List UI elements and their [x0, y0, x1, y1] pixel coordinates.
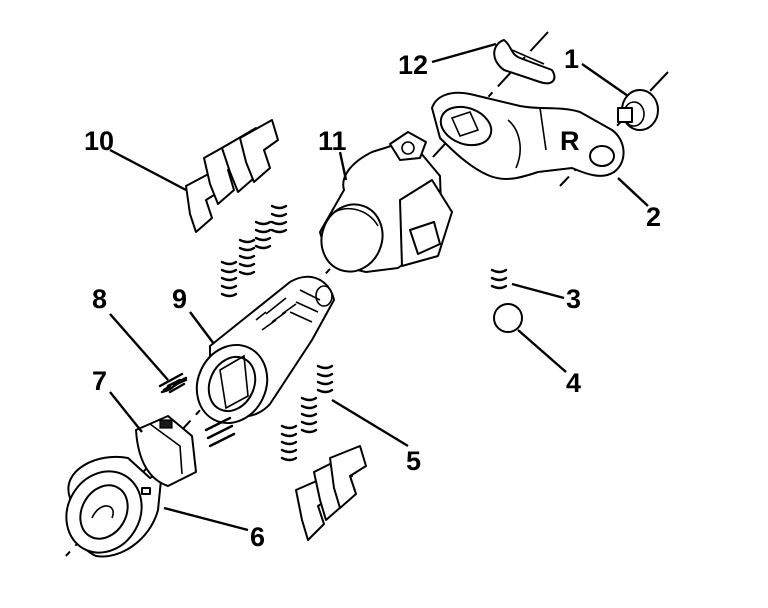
part-5-sliders [295, 445, 367, 541]
part-3-spring [490, 268, 508, 290]
part-10-springs [220, 204, 288, 298]
leader-lines [109, 42, 649, 532]
part-4-ball [493, 303, 523, 333]
part-2-bracket: R [431, 91, 625, 180]
callout-3: 3 [566, 284, 581, 314]
callout-7: 7 [92, 366, 107, 396]
callout-5: 5 [406, 446, 421, 476]
part-9-lock-cylinder [195, 275, 335, 424]
part-10-sliders [185, 119, 279, 233]
part-1-plug [617, 89, 659, 131]
callouts: 1 2 3 4 5 6 7 8 9 10 11 12 [84, 44, 661, 552]
part-8-spring [158, 372, 188, 394]
callout-10: 10 [84, 126, 114, 156]
part-7-plate [135, 415, 197, 487]
part-12-clip [493, 39, 556, 85]
callout-12: 12 [398, 50, 428, 80]
callout-1: 1 [564, 44, 579, 74]
part-11-housing [319, 131, 453, 273]
callout-11: 11 [318, 126, 347, 156]
callout-9: 9 [172, 284, 187, 314]
callout-4: 4 [566, 368, 581, 398]
part-6-bezel [65, 455, 163, 558]
part-5-springs [204, 364, 334, 462]
callout-2: 2 [646, 202, 661, 232]
bracket-mark: R [560, 126, 580, 156]
callout-6: 6 [250, 522, 265, 552]
callout-8: 8 [92, 284, 107, 314]
